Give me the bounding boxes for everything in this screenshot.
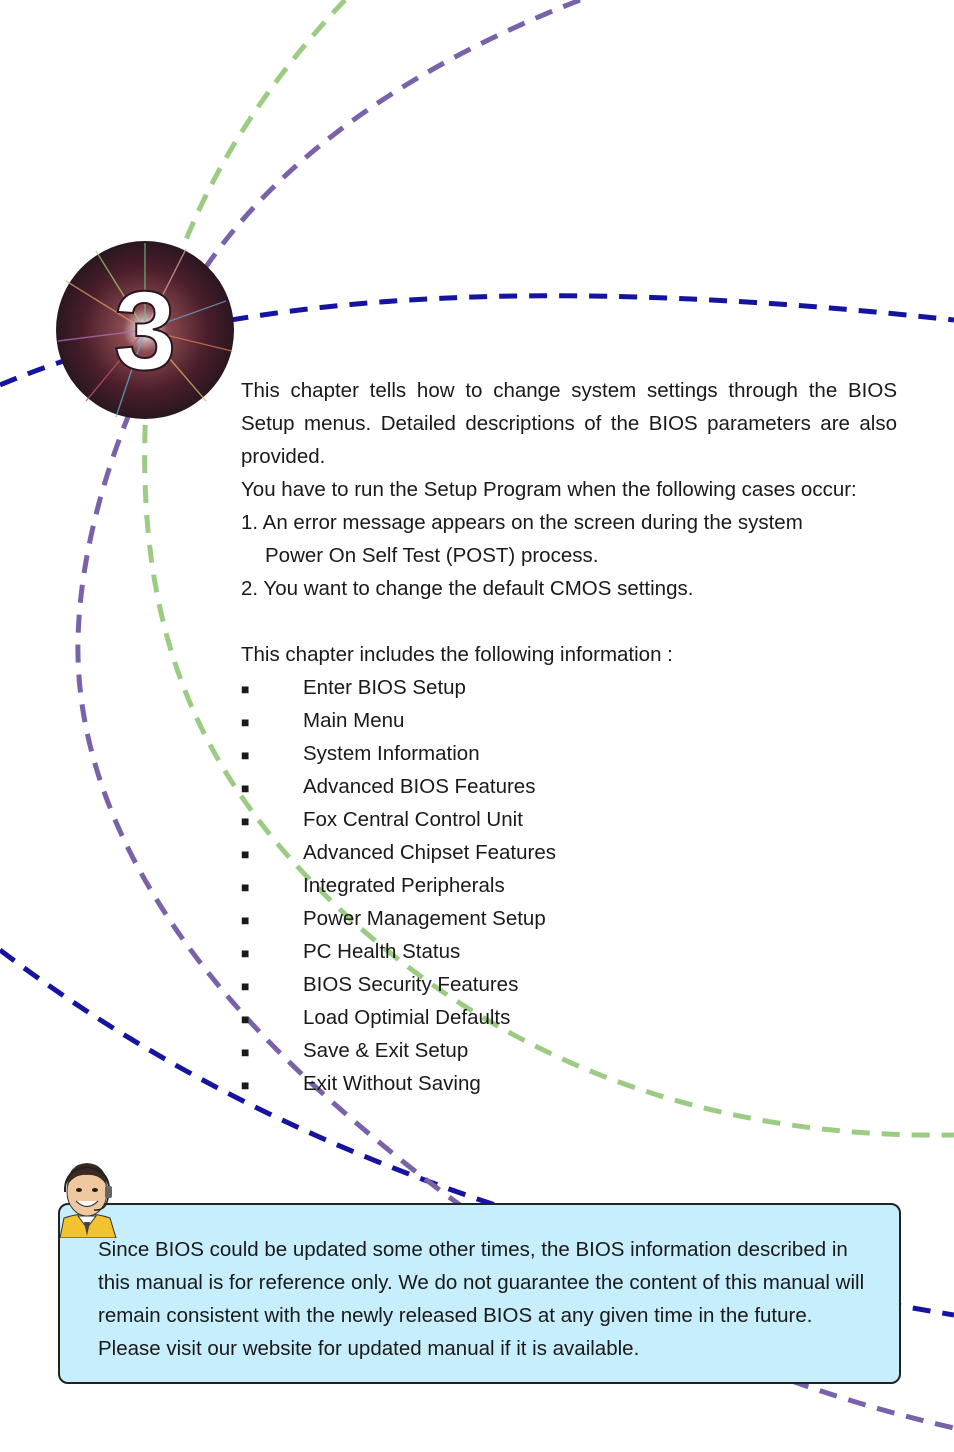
bullet-icon: ■ bbox=[241, 1044, 250, 1060]
chapter-number: 3 bbox=[114, 268, 176, 393]
bullet-icon: ■ bbox=[241, 846, 250, 862]
chapter-number-badge: 3 bbox=[56, 241, 234, 419]
bullet-icon: ■ bbox=[241, 813, 250, 829]
list-item-label: Integrated Peripherals bbox=[303, 874, 505, 897]
list-item: ■ Integrated Peripherals bbox=[241, 869, 897, 902]
note-text: Since BIOS could be updated some other t… bbox=[98, 1238, 865, 1360]
list-item-label: Advanced Chipset Features bbox=[303, 841, 556, 864]
case-1-line-2: Power On Self Test (POST) process. bbox=[265, 544, 599, 567]
list-item-label: Power Management Setup bbox=[303, 907, 546, 930]
chapter-contents-list: ■ Enter BIOS Setup ■ Main Menu ■ System Inf… bbox=[241, 671, 897, 1100]
list-item-label: PC Health Status bbox=[303, 940, 461, 963]
list-item: ■ PC Health Status bbox=[241, 935, 897, 968]
bullet-icon: ■ bbox=[241, 714, 250, 730]
list-item: ■ Advanced BIOS Features bbox=[241, 770, 897, 803]
list-item: ■ Save & Exit Setup bbox=[241, 1034, 897, 1067]
case-1-line-1: 1. An error message appears on the scree… bbox=[241, 511, 803, 534]
bullet-icon: ■ bbox=[241, 945, 250, 961]
list-item-label: Advanced BIOS Features bbox=[303, 775, 536, 798]
list-item-label: Main Menu bbox=[303, 709, 405, 732]
navy-dashed-arc-bottom bbox=[0, 948, 954, 1318]
list-item-label: Load Optimial Defaults bbox=[303, 1006, 511, 1029]
list-item: ■ Enter BIOS Setup bbox=[241, 671, 897, 704]
bullet-icon: ■ bbox=[241, 1077, 250, 1093]
list-item-label: Enter BIOS Setup bbox=[303, 676, 466, 699]
list-item-label: BIOS Security Features bbox=[303, 973, 519, 996]
list-item: ■ Advanced Chipset Features bbox=[241, 836, 897, 869]
bullet-icon: ■ bbox=[241, 1011, 250, 1027]
bullet-icon: ■ bbox=[241, 912, 250, 928]
list-item: ■ Exit Without Saving bbox=[241, 1067, 897, 1100]
list-item-label: Save & Exit Setup bbox=[303, 1039, 469, 1062]
list-item: ■ BIOS Security Features bbox=[241, 968, 897, 1001]
contents-heading: This chapter includes the following info… bbox=[241, 643, 673, 666]
list-item-label: Exit Without Saving bbox=[303, 1072, 481, 1095]
bullet-icon: ■ bbox=[241, 978, 250, 994]
list-item-label: Fox Central Control Unit bbox=[303, 808, 523, 831]
list-item: ■ System Information bbox=[241, 737, 897, 770]
bullet-icon: ■ bbox=[241, 681, 250, 697]
list-item-label: System Information bbox=[303, 742, 480, 765]
bullet-icon: ■ bbox=[241, 879, 250, 895]
setup-cases-paragraph: You have to run the Setup Program when t… bbox=[241, 478, 857, 501]
case-2-line-1: 2. You want to change the default CMOS s… bbox=[241, 577, 694, 600]
note-callout: Since BIOS could be updated some other t… bbox=[58, 1203, 901, 1384]
bullet-icon: ■ bbox=[241, 780, 250, 796]
green-dashed-arc bbox=[142, 0, 954, 1138]
intro-paragraph: This chapter tells how to change system … bbox=[241, 379, 897, 468]
list-item: ■ Load Optimial Defaults bbox=[241, 1001, 897, 1034]
spacer bbox=[241, 605, 897, 638]
bullet-icon: ■ bbox=[241, 747, 250, 763]
list-item: ■ Power Management Setup bbox=[241, 902, 897, 935]
support-agent-avatar-icon bbox=[59, 1163, 117, 1238]
list-item: ■ Fox Central Control Unit bbox=[241, 803, 897, 836]
chapter-intro: This chapter tells how to change system … bbox=[241, 374, 897, 1100]
list-item: ■ Main Menu bbox=[241, 704, 897, 737]
